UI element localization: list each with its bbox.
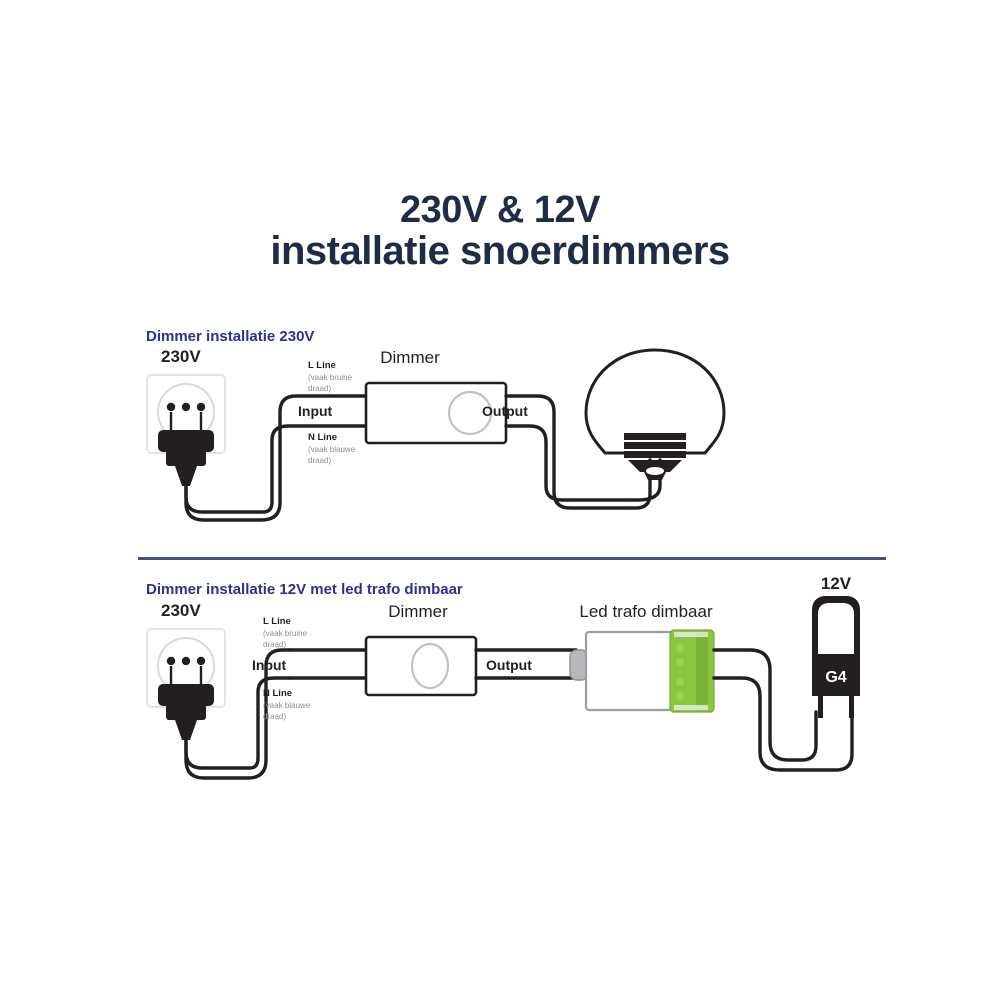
wire-12v-top (712, 648, 818, 762)
n-line-label-12v: N Line (263, 688, 292, 699)
wire-n-line-230v (184, 424, 368, 514)
n-line-label-230v: N Line (308, 432, 337, 443)
l-line-sub-2-12v: draad) (263, 640, 286, 649)
n-line-sub-1-230v: (vaak blauwe (308, 445, 356, 454)
power-plug (158, 430, 214, 486)
n-line-sub-2-230v: draad) (308, 456, 331, 465)
wire-12v-bottom (712, 676, 854, 772)
section-heading-12v: Dimmer installatie 12V met led trafo dim… (146, 581, 463, 598)
transformer-label: Led trafo dimbaar (579, 602, 713, 621)
page-title-line2: installatie snoerdimmers (270, 229, 730, 274)
dimmer-label-230v: Dimmer (380, 348, 440, 367)
power-plug-second (158, 684, 214, 740)
wire-l-line-230v (184, 394, 368, 522)
dimmer-device-230v[interactable] (364, 381, 508, 445)
n-line-sub-2-12v: draad) (263, 712, 286, 721)
g4-lamp: G4 (812, 596, 860, 718)
wire-n-line-12v (184, 676, 292, 770)
input-label-230v: Input (298, 403, 333, 419)
input-label-12v: Input (252, 657, 287, 673)
lamp-voltage-label-12v: 12V (821, 574, 852, 593)
dimmer-knob-12v[interactable] (410, 642, 450, 690)
output-label-230v: Output (482, 403, 528, 419)
wire-output-top-230v (504, 394, 652, 510)
section-heading-230v: Dimmer installatie 230V (146, 328, 315, 345)
l-line-label-230v: L Line (308, 360, 336, 371)
dimmer-device-12v[interactable] (364, 635, 478, 697)
n-line-sub-1-12v: (vaak blauwe (263, 701, 311, 710)
transformer-terminal-block (669, 629, 715, 713)
page-title: 230V & 12V installatie snoerdimmers (0, 190, 1000, 273)
g4-label: G4 (825, 669, 846, 686)
page-title-line1: 230V & 12V (400, 189, 600, 231)
dimmer-label-12v: Dimmer (388, 602, 448, 621)
wire-l-line-12v (184, 648, 292, 780)
wire-output-bottom-230v (504, 424, 662, 502)
wiring-diagram-230v: 230V L Line (vaak bruine draad) Input N … (130, 340, 890, 530)
led-transformer (584, 629, 715, 713)
l-line-sub-1-12v: (vaak bruine (263, 629, 308, 638)
light-bulb (584, 348, 726, 480)
source-voltage-label-12v: 230V (161, 601, 201, 620)
l-line-label-12v: L Line (263, 616, 291, 627)
dimmer-knob-230v[interactable] (447, 390, 493, 436)
source-voltage-label-230v: 230V (161, 347, 201, 366)
output-label-12v: Output (486, 657, 532, 673)
l-line-sub-1-230v: (vaak bruine (308, 373, 353, 382)
section-divider (138, 557, 886, 560)
l-line-sub-2-230v: draad) (308, 384, 331, 393)
wiring-diagram-12v: 230V 12V L Line (vaak bruine draad) Inpu… (130, 574, 890, 792)
